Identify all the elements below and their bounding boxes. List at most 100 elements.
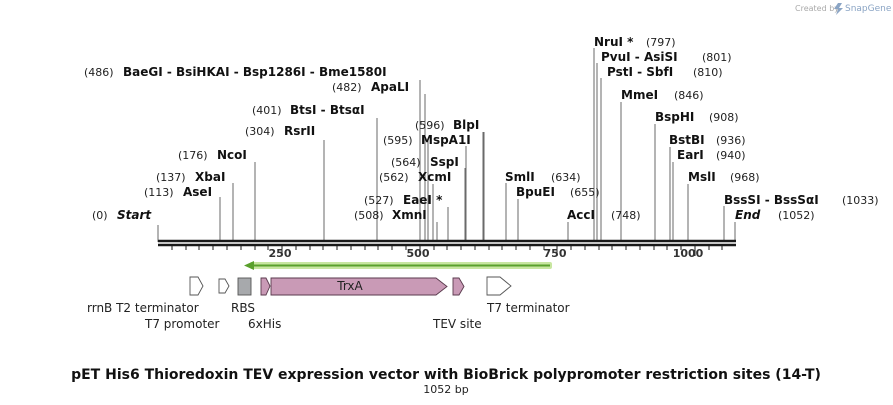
site-btsi[interactable]: (401) BtsI - BtsαI bbox=[252, 103, 365, 117]
site-msli[interactable]: MslI (968) bbox=[688, 170, 760, 184]
feature-rrnb-t2-terminator[interactable] bbox=[189, 276, 204, 296]
svg-text:(0): (0) bbox=[92, 209, 108, 222]
svg-text:BssSI - BssSαI: BssSI - BssSαI bbox=[724, 193, 819, 207]
map-subtitle: 1052 bp bbox=[423, 383, 468, 396]
svg-text:(113): (113) bbox=[144, 186, 174, 199]
credit-prefix: Created by bbox=[795, 4, 839, 13]
primer-arrow[interactable] bbox=[244, 261, 552, 270]
svg-text:(748): (748) bbox=[611, 209, 641, 222]
svg-text:(137): (137) bbox=[156, 171, 186, 184]
trxa-label: TrxA bbox=[336, 279, 363, 293]
site-pvui-asisi[interactable]: PvuI - AsiSI (801) bbox=[601, 50, 732, 64]
site-eari[interactable]: EarI (940) bbox=[677, 148, 746, 162]
site-psti-sbfi[interactable]: PstI - SbfI (810) bbox=[607, 65, 723, 79]
site-apali[interactable]: (482) ApaLI bbox=[332, 80, 409, 94]
svg-text:XmnI: XmnI bbox=[392, 208, 427, 222]
svg-text:MslI: MslI bbox=[688, 170, 716, 184]
site-end[interactable]: End (1052) bbox=[735, 208, 815, 222]
svg-text:Start: Start bbox=[117, 208, 152, 222]
feature-t7-promoter[interactable] bbox=[218, 278, 230, 294]
svg-text:(1033): (1033) bbox=[842, 194, 879, 207]
label-rbs: RBS bbox=[231, 301, 255, 315]
svg-text:AseI: AseI bbox=[183, 185, 212, 199]
site-bstbi[interactable]: BstBI (936) bbox=[669, 133, 746, 147]
site-bpuei[interactable]: BpuEI (655) bbox=[516, 185, 600, 199]
svg-text:(810): (810) bbox=[693, 66, 723, 79]
site-labels: (0) Start (113) AseI (137) XbaI (176) Nc… bbox=[84, 35, 879, 222]
tick-label-500: 500 bbox=[407, 247, 430, 260]
label-6xhis: 6xHis bbox=[248, 317, 281, 331]
credit-brand: SnapGene bbox=[845, 4, 892, 14]
svg-text:(304): (304) bbox=[245, 125, 275, 138]
svg-text:(846): (846) bbox=[674, 89, 704, 102]
snapgene-credit: Created by SnapGene bbox=[795, 3, 892, 15]
cut-site-lines bbox=[157, 48, 736, 242]
site-sspi[interactable]: (564) SspI bbox=[391, 155, 459, 169]
svg-text:(595): (595) bbox=[383, 134, 413, 147]
site-bsssi[interactable]: BssSI - BssSαI (1033) bbox=[724, 193, 879, 207]
site-mspa1i[interactable]: (595) MspA1I bbox=[383, 133, 471, 147]
label-rrnb-t2-terminator: rrnB T2 terminator bbox=[87, 301, 199, 315]
svg-text:(401): (401) bbox=[252, 104, 282, 117]
site-acci[interactable]: AccI (748) bbox=[567, 208, 641, 222]
tick-label-250: 250 bbox=[269, 247, 292, 260]
svg-text:(634): (634) bbox=[551, 171, 581, 184]
site-start[interactable]: (0) Start bbox=[92, 208, 152, 222]
svg-text:(1052): (1052) bbox=[778, 209, 815, 222]
site-xbai[interactable]: (137) XbaI bbox=[156, 170, 225, 184]
axis-tick-labels: 250 500 750 1000 bbox=[269, 247, 704, 260]
svg-text:ApaLI: ApaLI bbox=[371, 80, 409, 94]
map-title: pET His6 Thioredoxin TEV expression vect… bbox=[71, 367, 821, 383]
svg-text:SspI: SspI bbox=[430, 155, 459, 169]
svg-text:(176): (176) bbox=[178, 149, 208, 162]
svg-text:RsrII: RsrII bbox=[284, 124, 315, 138]
site-rsrii[interactable]: (304) RsrII bbox=[245, 124, 315, 138]
feature-rbs[interactable] bbox=[237, 277, 252, 296]
site-xmni[interactable]: (508) XmnI bbox=[354, 208, 427, 222]
feature-track: TrxA bbox=[189, 276, 512, 296]
tick-label-750: 750 bbox=[544, 247, 567, 260]
svg-text:(596): (596) bbox=[415, 119, 445, 132]
label-t7-terminator: T7 terminator bbox=[486, 301, 570, 315]
site-xcmi[interactable]: (562) XcmI bbox=[379, 170, 451, 184]
site-mmei[interactable]: MmeI (846) bbox=[621, 88, 704, 102]
feature-t7-terminator[interactable] bbox=[486, 276, 512, 296]
svg-text:(562): (562) bbox=[379, 171, 409, 184]
svg-text:(936): (936) bbox=[716, 134, 746, 147]
site-baegi-group[interactable]: (486) BaeGI - BsiHKAI - Bsp1286I - Bme15… bbox=[84, 65, 387, 79]
svg-text:PvuI - AsiSI: PvuI - AsiSI bbox=[601, 50, 678, 64]
svg-text:MmeI: MmeI bbox=[621, 88, 658, 102]
svg-text:(655): (655) bbox=[570, 186, 600, 199]
snapgene-logo-icon bbox=[834, 3, 843, 15]
feature-6xhis[interactable] bbox=[260, 277, 271, 296]
svg-text:BspHI: BspHI bbox=[655, 110, 694, 124]
feature-labels: rrnB T2 terminator T7 promoter RBS 6xHis… bbox=[87, 301, 570, 331]
feature-tev-site[interactable] bbox=[452, 277, 465, 296]
svg-text:BaeGI - BsiHKAI - Bsp1286I: BaeGI - BsiHKAI - Bsp1286I - Bme1580I bbox=[123, 65, 387, 79]
site-smli[interactable]: SmlI (634) bbox=[505, 170, 581, 184]
site-ncoi[interactable]: (176) NcoI bbox=[178, 148, 247, 162]
svg-text:(508): (508) bbox=[354, 209, 384, 222]
label-tev-site: TEV site bbox=[432, 317, 482, 331]
svg-text:NcoI: NcoI bbox=[217, 148, 247, 162]
site-eaei[interactable]: (527) EaeI * bbox=[364, 193, 443, 207]
site-nrui[interactable]: NruI * (797) bbox=[594, 35, 676, 49]
svg-text:XbaI: XbaI bbox=[195, 170, 225, 184]
svg-text:NruI *: NruI * bbox=[594, 35, 634, 49]
svg-text:MspA1I: MspA1I bbox=[421, 133, 471, 147]
svg-text:EarI: EarI bbox=[677, 148, 704, 162]
svg-text:(801): (801) bbox=[702, 51, 732, 64]
svg-text:AccI: AccI bbox=[567, 208, 595, 222]
svg-text:XcmI: XcmI bbox=[418, 170, 451, 184]
svg-text:(486): (486) bbox=[84, 66, 114, 79]
svg-text:SmlI: SmlI bbox=[505, 170, 535, 184]
svg-text:(940): (940) bbox=[716, 149, 746, 162]
site-blpi[interactable]: (596) BlpI bbox=[415, 118, 479, 132]
site-bsphi[interactable]: BspHI (908) bbox=[655, 110, 739, 124]
svg-text:(482): (482) bbox=[332, 81, 362, 94]
svg-text:(908): (908) bbox=[709, 111, 739, 124]
feature-trxa[interactable]: TrxA bbox=[270, 277, 448, 296]
site-asei[interactable]: (113) AseI bbox=[144, 185, 212, 199]
svg-text:BstBI: BstBI bbox=[669, 133, 705, 147]
